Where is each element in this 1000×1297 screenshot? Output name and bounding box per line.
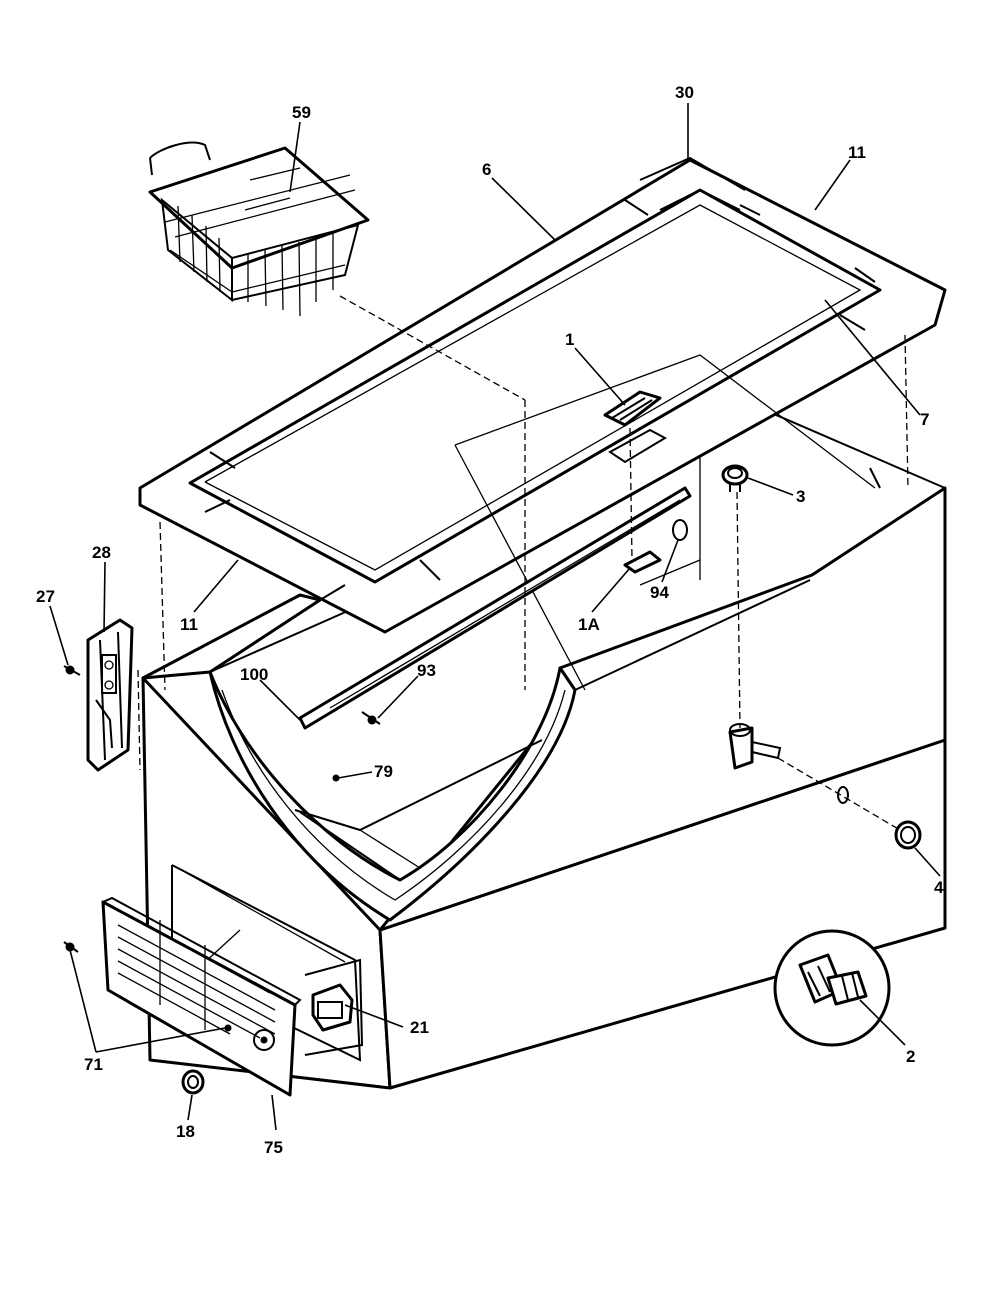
trim-strip <box>298 486 692 730</box>
callout-labels: 30 59 6 11 1 7 3 28 27 11 94 1A 100 93 7… <box>36 83 944 1157</box>
callout-11-left: 11 <box>180 615 198 634</box>
callout-4: 4 <box>934 878 944 897</box>
lid-handle <box>603 390 662 427</box>
callout-18: 18 <box>176 1122 195 1141</box>
callout-2: 2 <box>906 1047 915 1066</box>
callout-1A: 1A <box>578 615 600 634</box>
drain-fitting-detail <box>773 929 891 1047</box>
handle-insert <box>623 550 662 574</box>
drain-plug <box>721 464 749 492</box>
callout-94: 94 <box>650 583 669 602</box>
callout-6: 6 <box>482 160 491 179</box>
callout-93: 93 <box>417 661 436 680</box>
alignment-lines <box>137 295 909 831</box>
callout-11-top: 11 <box>848 143 866 162</box>
callout-3: 3 <box>796 487 805 506</box>
callout-21: 21 <box>410 1018 429 1037</box>
temperature-control <box>304 958 364 1056</box>
lid-hinge <box>86 618 134 772</box>
callout-75: 75 <box>264 1138 283 1157</box>
callout-59: 59 <box>292 103 311 122</box>
condenser-grille <box>101 896 302 1097</box>
drain-tube <box>728 723 782 770</box>
callout-27: 27 <box>36 587 55 606</box>
trim-screw <box>361 711 381 725</box>
callout-79: 79 <box>374 762 393 781</box>
hinge-screw <box>63 665 81 676</box>
callout-100: 100 <box>240 665 268 684</box>
callout-1: 1 <box>565 330 574 349</box>
plug-button <box>672 519 688 541</box>
callout-28: 28 <box>92 543 111 562</box>
callout-71: 71 <box>84 1055 103 1074</box>
drain-cap <box>894 820 922 850</box>
wire-basket <box>148 141 370 317</box>
lid-gasket-frame <box>138 156 947 691</box>
callout-30: 30 <box>675 83 694 102</box>
control-knob <box>181 1069 205 1095</box>
leader-lines <box>49 103 941 1131</box>
callout-7: 7 <box>920 410 929 429</box>
drain-washer <box>837 786 849 804</box>
grille-screw <box>63 941 79 953</box>
